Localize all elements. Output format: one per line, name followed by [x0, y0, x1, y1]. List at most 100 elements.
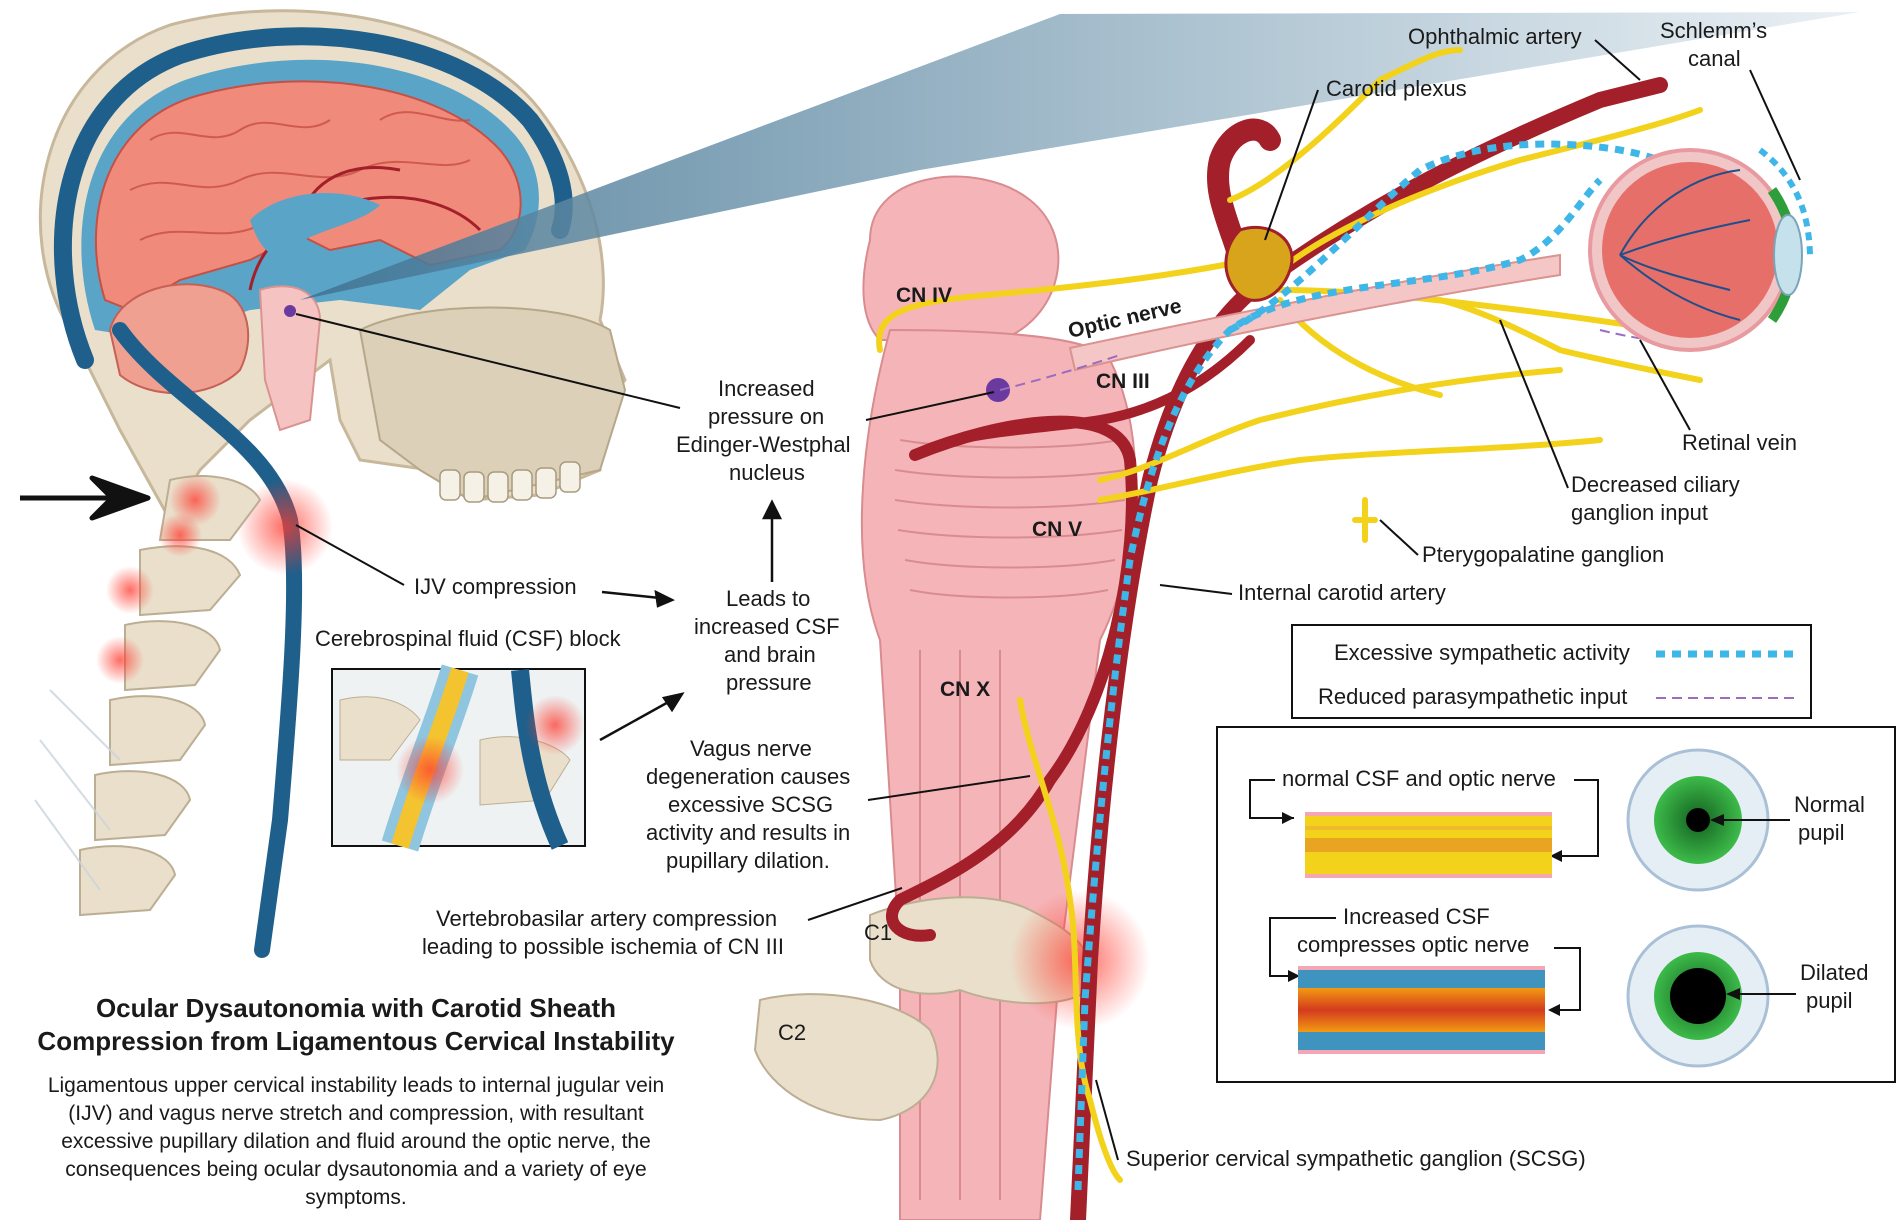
edinger-westphal-dot-head	[284, 305, 296, 317]
label-leads-to-3: and brain	[724, 642, 816, 667]
title-line-2: Compression from Ligamentous Cervical In…	[37, 1026, 675, 1056]
legend: Excessive sympathetic activity Reduced p…	[1291, 624, 1812, 719]
instability-arrow-icon	[20, 475, 151, 521]
optic-nerve-tube	[1068, 253, 1561, 372]
inset-dilated-pupil-1: Dilated	[1800, 960, 1868, 985]
jaw-bone	[358, 306, 627, 502]
eyeball	[1588, 147, 1813, 352]
label-carotid-plexus: Carotid plexus	[1326, 76, 1467, 101]
label-increased-pressure-3: Edinger-Westphal	[676, 432, 850, 457]
ventricle	[250, 193, 380, 256]
leader-vagus	[867, 775, 1031, 801]
label-leads-to-1: Leads to	[726, 586, 810, 611]
leader-ew-stem	[865, 391, 995, 421]
inset-normal-bracket	[1249, 779, 1294, 819]
compressed-optic-nerve-cross-section	[1298, 966, 1545, 1054]
brain-gyri	[129, 111, 471, 241]
label-vagus-3: excessive SCSG	[668, 792, 833, 817]
carotid-plexus-knot	[1224, 225, 1294, 302]
brainstem-section	[753, 47, 1813, 1220]
pupil-inset: normal CSF and optic nerve Increased CSF…	[1216, 726, 1896, 1083]
inset-increased-bracket-right	[1554, 947, 1581, 1011]
label-pterygopalatine: Pterygopalatine ganglion	[1422, 542, 1664, 567]
description-line-3: excessive pupillary dilation and fluid a…	[61, 1130, 651, 1153]
edinger-westphal-nucleus	[986, 378, 1010, 402]
inset-normal-pupil-1: Normal	[1794, 792, 1865, 817]
cranial-nerves	[876, 47, 1703, 1183]
label-vagus-1: Vagus nerve	[690, 736, 812, 761]
label-decreased-ciliary-2: ganglion input	[1571, 500, 1708, 525]
label-schlemms-canal-1: Schlemm’s	[1660, 18, 1767, 43]
c2-vertebra	[753, 993, 939, 1122]
figure-title: Ocular Dysautonomia with Carotid Sheath …	[0, 992, 712, 1058]
normal-optic-nerve-cross-section	[1305, 812, 1552, 878]
midbrain	[862, 175, 1060, 341]
figure-description: Ligamentous upper cervical instability l…	[0, 1072, 712, 1212]
label-vertebrobasilar-1: Vertebrobasilar artery compression	[436, 906, 777, 931]
inset-increased-bracket	[1269, 917, 1336, 977]
ijv-compression-glow	[237, 479, 333, 575]
label-increased-pressure-2: pressure on	[708, 404, 824, 429]
label-cn-iv: CN IV	[896, 284, 952, 307]
label-scsg: Superior cervical sympathetic ganglion (…	[1126, 1146, 1586, 1171]
label-c1: C1	[864, 920, 892, 945]
leader-pterygopalatine	[1379, 519, 1419, 556]
label-cn-v: CN V	[1032, 518, 1082, 541]
leader-schlemms	[1749, 69, 1801, 181]
inset-increased-csf-label-1: Increased CSF	[1343, 904, 1490, 929]
label-c2: C2	[778, 1020, 806, 1045]
parasympathetic-pathway	[999, 329, 1721, 391]
dural-sinus	[53, 27, 573, 369]
label-increased-pressure-1: Increased	[718, 376, 815, 401]
cervical-inflammation	[96, 474, 221, 684]
leader-scsg	[1095, 1079, 1119, 1161]
label-vagus-5: pupillary dilation.	[666, 848, 830, 873]
legend-sympathetic-label: Excessive sympathetic activity	[1334, 640, 1630, 665]
normal-pupil-eye	[1626, 748, 1770, 892]
label-leads-to-2: increased CSF	[694, 614, 840, 639]
label-vagus-2: degeneration causes	[646, 764, 850, 789]
legend-parasympathetic-label: Reduced parasympathetic input	[1318, 684, 1627, 709]
leader-ijv	[295, 524, 405, 586]
leader-ciliary	[1499, 319, 1569, 489]
cn-iii-artery-branch	[910, 335, 1255, 460]
head-sagittal-section	[34, 9, 627, 958]
retinal-vessels	[1619, 169, 1751, 321]
label-ijv-compression: IJV compression	[414, 574, 577, 599]
leader-vertebrobasilar	[807, 887, 903, 921]
dilated-pupil-eye	[1626, 924, 1770, 1068]
head-brainstem	[258, 285, 322, 432]
leader-carotid-plexus	[1264, 89, 1319, 241]
label-cn-iii: CN III	[1096, 370, 1150, 393]
label-cn-x: CN X	[940, 678, 990, 701]
internal-carotid-artery	[1070, 77, 1668, 1220]
ligaments	[34, 689, 121, 891]
label-vertebrobasilar-2: leading to possible ischemia of CN III	[422, 934, 784, 959]
inset-normal-csf-label: normal CSF and optic nerve	[1282, 766, 1556, 791]
description-line-4: consequences being ocular dysautonomia a…	[65, 1158, 647, 1181]
label-csf-block: Cerebrospinal fluid (CSF) block	[315, 626, 622, 651]
zoom-beam	[300, 12, 1860, 300]
inset-normal-pupil-2: pupil	[1798, 820, 1844, 845]
label-decreased-ciliary-1: Decreased ciliary	[1571, 472, 1740, 497]
leader-ew-head	[295, 313, 681, 409]
description-line-5: symptoms.	[305, 1186, 407, 1209]
label-increased-pressure-4: nucleus	[729, 460, 805, 485]
sympathetic-pathway	[1074, 177, 1603, 1191]
title-line-1: Ocular Dysautonomia with Carotid Sheath	[95, 993, 617, 1023]
leader-internal-carotid	[1159, 584, 1233, 595]
csf-block-inset	[331, 664, 586, 852]
neck-compression-glow	[1010, 890, 1150, 1030]
label-internal-carotid: Internal carotid artery	[1238, 580, 1446, 605]
leader-ophthalmic	[1594, 39, 1641, 81]
flow-arrows	[599, 499, 783, 742]
label-leads-to-4: pressure	[726, 670, 812, 695]
leader-retinal-vein	[1639, 339, 1691, 431]
label-vagus-4: activity and results in	[646, 820, 850, 845]
teeth	[439, 461, 581, 503]
label-schlemms-canal-2: canal	[1688, 46, 1741, 71]
inset-normal-bracket-right	[1558, 779, 1599, 857]
description-line-1: Ligamentous upper cervical instability l…	[47, 1074, 665, 1097]
inset-increased-csf-label-2: compresses optic nerve	[1297, 932, 1529, 957]
